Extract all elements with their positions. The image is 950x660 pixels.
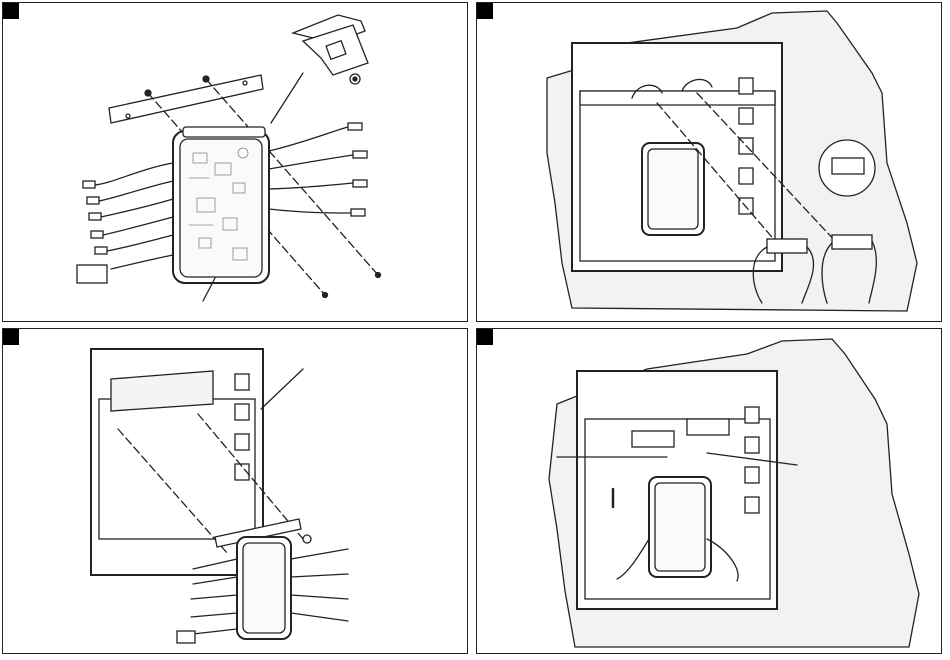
step-4-illustration — [477, 329, 942, 654]
led-driver-box — [173, 127, 269, 283]
right-cables — [269, 123, 367, 216]
plug-icon — [177, 631, 195, 643]
power-supply-icon — [632, 431, 674, 447]
step-3-illustration — [3, 329, 468, 654]
left-cables — [77, 163, 173, 283]
step-2-illustration — [477, 3, 942, 322]
instruction-panel-4 — [476, 328, 942, 654]
power-supply-icon — [832, 235, 872, 249]
bracket-detail-callout — [271, 15, 368, 123]
instruction-panel-2 — [476, 2, 942, 322]
step-1-illustration — [3, 3, 468, 322]
screw-icon — [303, 535, 311, 543]
instruction-panel-1 — [2, 2, 468, 322]
power-supply-icon — [767, 239, 807, 253]
plug-icon — [77, 265, 107, 283]
mounting-bracket-icon — [109, 75, 263, 123]
instruction-panel-3 — [2, 328, 468, 654]
power-supply-icon — [687, 419, 729, 435]
